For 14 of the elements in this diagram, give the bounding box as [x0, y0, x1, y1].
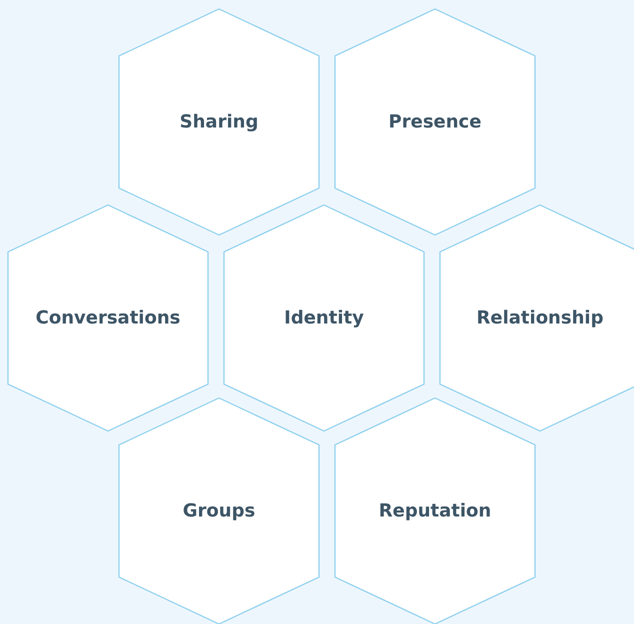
hexagon: [439, 204, 634, 432]
hexagon-label: Reputation: [378, 500, 492, 522]
hexagon-label: Conversations: [34, 308, 182, 328]
hexagon: [118, 397, 320, 624]
hexagon-label: Relationship: [476, 308, 604, 328]
hexagon-label: Sharing: [178, 112, 260, 132]
hexagon-label: Groups: [182, 500, 256, 522]
hexagon: [118, 8, 320, 236]
hexagon: [223, 204, 425, 432]
hexagon-label: Identity: [283, 308, 365, 328]
hexagon: [334, 397, 536, 624]
hexagon-label: Presence: [388, 112, 482, 132]
hexagon: [7, 204, 209, 432]
hexagon: [334, 8, 536, 236]
